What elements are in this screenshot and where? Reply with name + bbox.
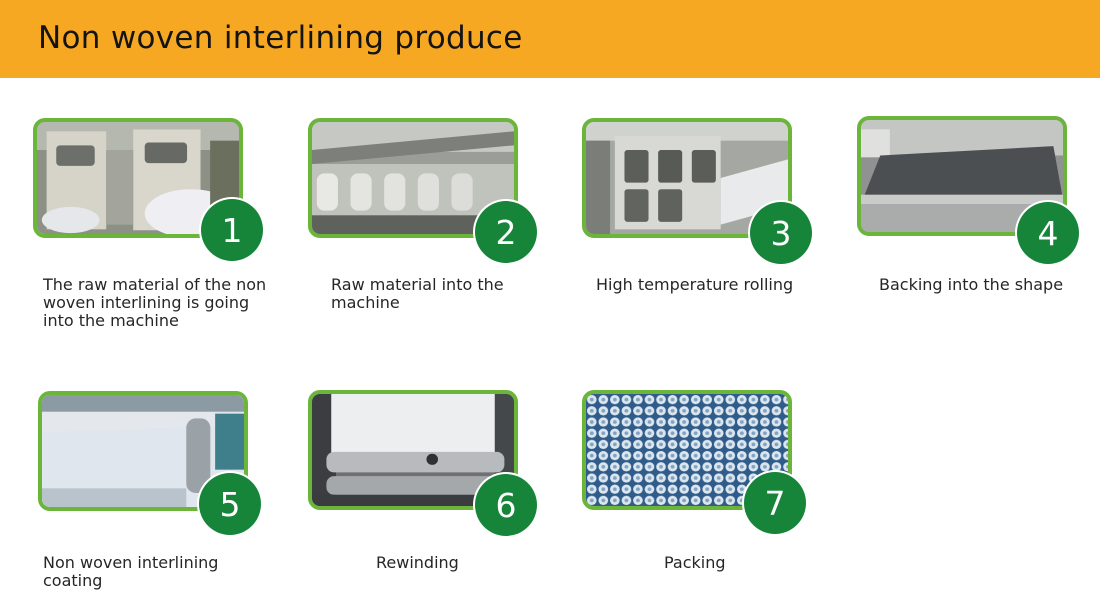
step-1-photo xyxy=(33,118,243,238)
page-title: Non woven interlining produce xyxy=(38,20,523,56)
step-2-number-badge: 2 xyxy=(475,201,537,263)
step-1-number-badge: 1 xyxy=(201,199,263,261)
step-3-number-badge: 3 xyxy=(750,202,812,264)
step-2-caption: Raw material into the machine xyxy=(331,275,504,312)
step-5-number-badge: 5 xyxy=(199,473,261,535)
title-banner: Non woven interlining produce xyxy=(0,0,1100,78)
step-6-number-badge: 6 xyxy=(475,474,537,536)
step-7-number-badge: 7 xyxy=(744,472,806,534)
step-6-caption: Rewinding xyxy=(376,553,459,572)
step-1-caption: The raw material of the non woven interl… xyxy=(43,275,267,330)
step-6-photo xyxy=(308,390,518,510)
step-4-caption: Backing into the shape xyxy=(879,275,1064,294)
step-7-caption: Packing xyxy=(664,553,726,572)
step-4-number-badge: 4 xyxy=(1017,202,1079,264)
step-5-caption: Non woven interlining coating xyxy=(43,553,219,590)
step-2-photo xyxy=(308,118,518,238)
step-3-caption: High temperature rolling xyxy=(596,275,794,294)
